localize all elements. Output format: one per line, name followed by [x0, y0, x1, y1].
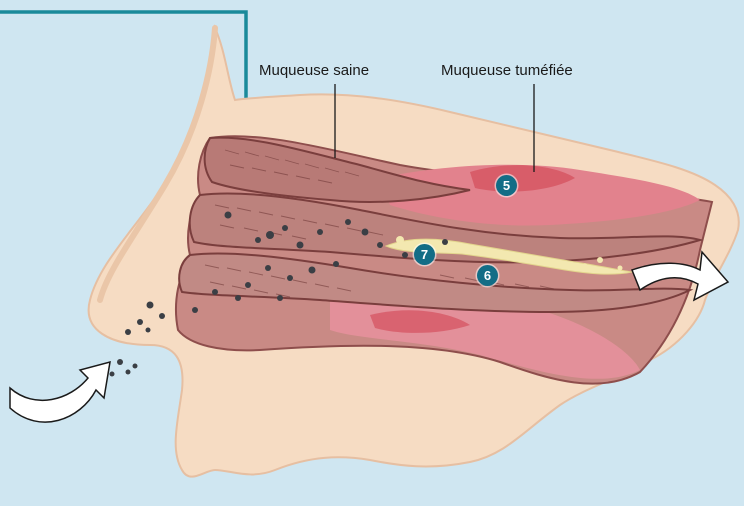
label-healthy-mucosa: Muqueuse saine [259, 62, 369, 79]
label-swollen-mucosa: Muqueuse tuméfiée [441, 62, 573, 79]
marker-7: 7 [414, 244, 435, 265]
marker-5: 5 [496, 175, 517, 196]
marker-6: 6 [477, 265, 498, 286]
